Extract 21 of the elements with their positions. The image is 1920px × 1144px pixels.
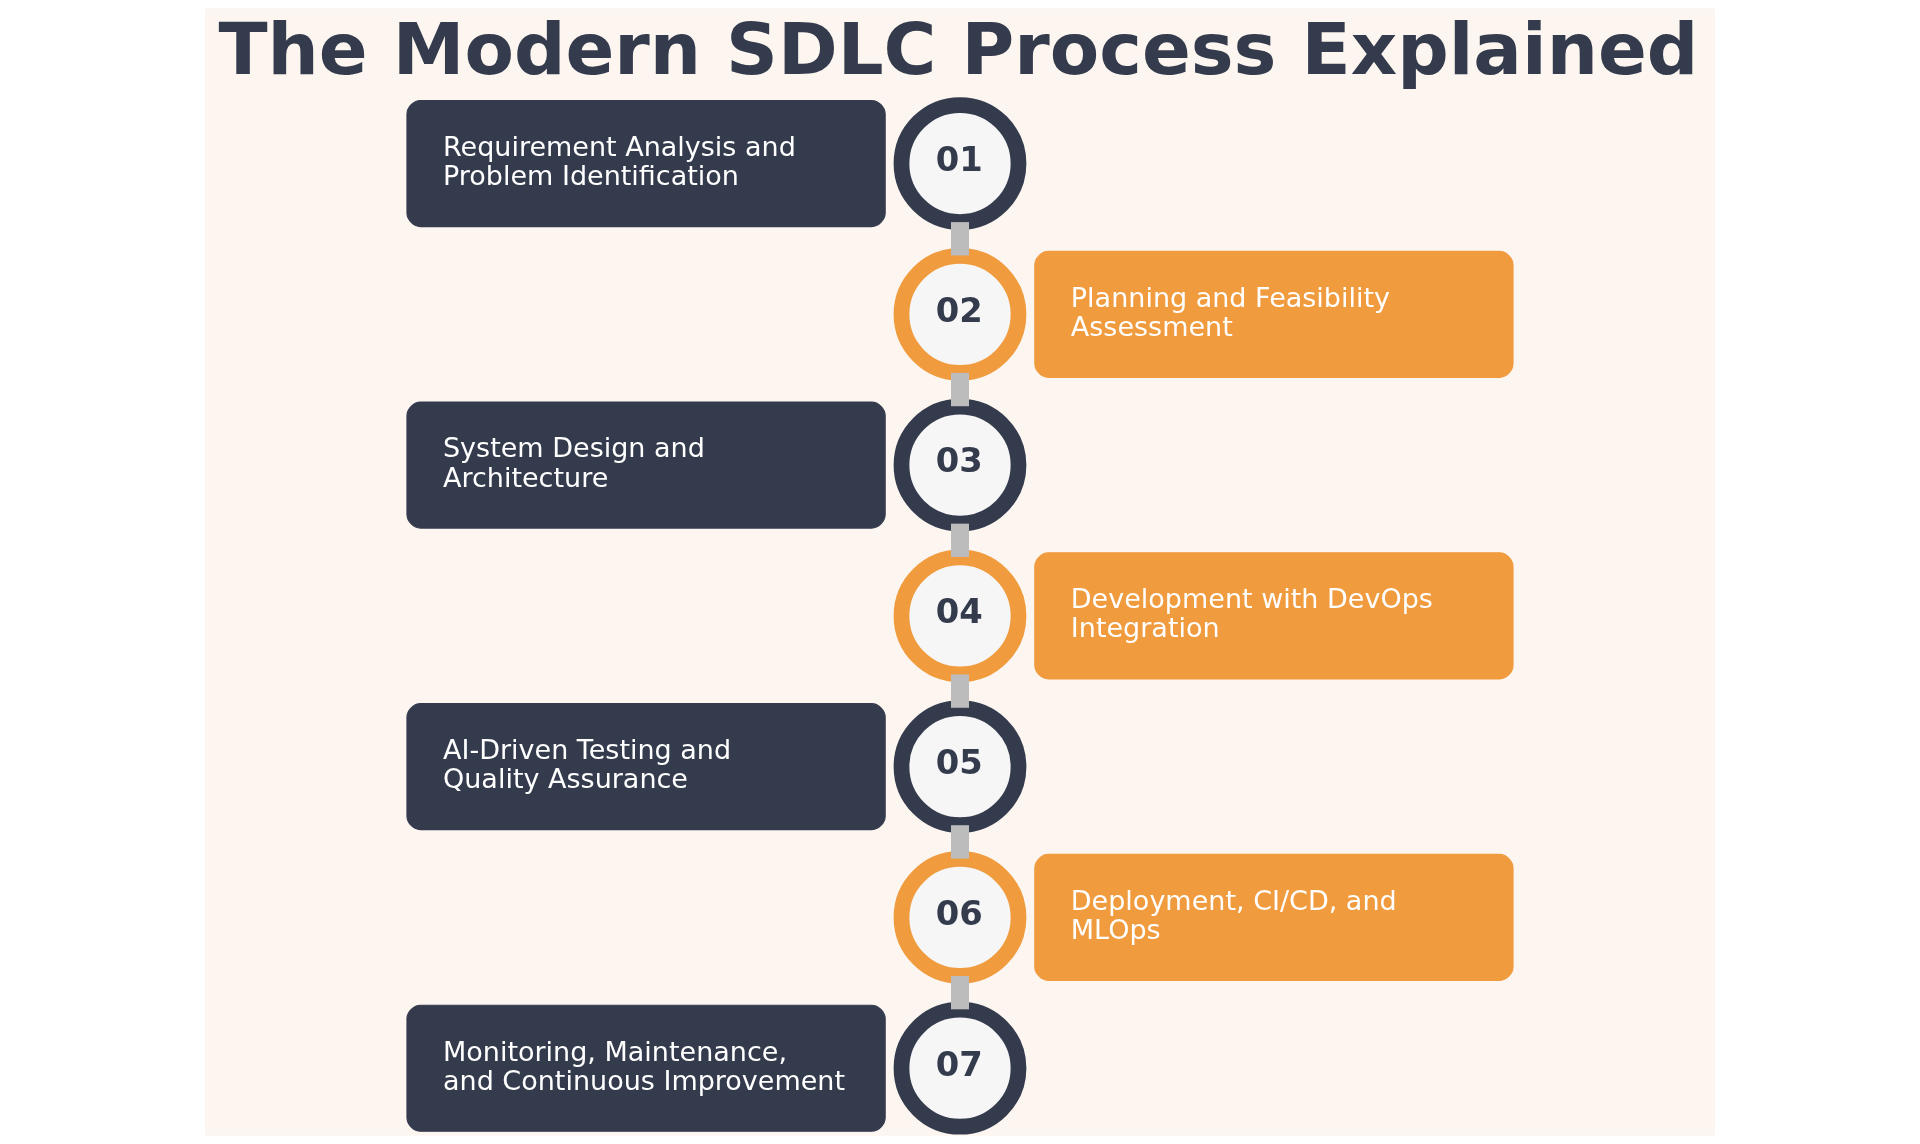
connector [951, 523, 969, 557]
connector [951, 222, 969, 256]
node-box: Planning and Feasibility Assessment [1034, 250, 1514, 378]
connector [951, 825, 969, 859]
connector [951, 976, 969, 1010]
node-circle: 01 [893, 97, 1027, 230]
node-circle: 05 [893, 700, 1027, 834]
node-box: AI-Driven Testing and Quality Assurance [406, 703, 886, 831]
node-circle: 07 [893, 1001, 1027, 1135]
connector [951, 372, 969, 407]
node-circle: 06 [893, 851, 1027, 984]
node-box: Development with DevOps Integration [1034, 552, 1514, 680]
node-circle: 03 [893, 398, 1027, 532]
node-box: Deployment, CI/CD, and MLOps [1034, 853, 1514, 981]
node-box: System Design and Architecture [406, 401, 886, 529]
node-box: Requirement Analysis and Problem Identification [406, 100, 886, 228]
node-box: Monitoring, Maintenance, and Continuous Improvement [406, 1004, 886, 1132]
diagram-title: The Modern SDLC Process Explained [218, 6, 1699, 91]
connector [951, 674, 969, 708]
node-circle: 04 [893, 549, 1027, 683]
node-circle: 02 [893, 247, 1027, 381]
